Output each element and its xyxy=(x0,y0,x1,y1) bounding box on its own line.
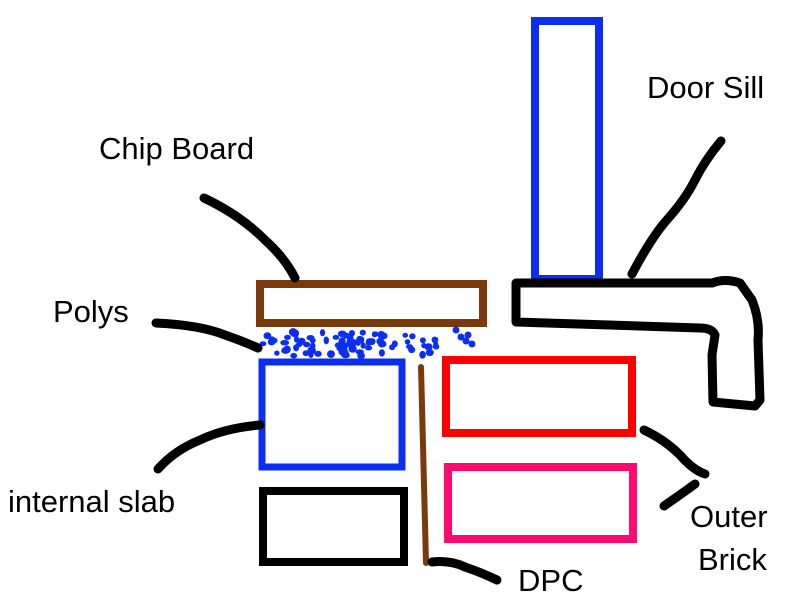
poly-bead xyxy=(468,340,476,348)
poly-bead xyxy=(457,333,465,341)
chip-board-box xyxy=(256,280,487,327)
lower-block-box xyxy=(259,487,408,566)
poly-bead xyxy=(462,337,470,345)
poly-bead xyxy=(303,341,311,348)
poly-bead xyxy=(409,333,416,340)
poly-bead xyxy=(419,350,426,359)
poly-bead xyxy=(280,339,290,346)
poly-bead xyxy=(319,329,326,337)
door-sill-leader xyxy=(627,136,726,279)
poly-bead xyxy=(332,334,340,340)
poly-bead xyxy=(360,342,366,349)
dpc-label: DPC xyxy=(518,563,583,598)
poly-bead xyxy=(284,334,291,340)
poly-bead xyxy=(293,344,300,352)
poly-bead xyxy=(365,345,373,351)
poly-bead xyxy=(359,329,366,336)
poly-bead xyxy=(274,350,280,356)
poly-bead xyxy=(432,343,440,350)
poly-bead xyxy=(419,337,426,344)
outer-brick-lower-box xyxy=(444,463,637,543)
poly-bead xyxy=(464,331,472,339)
poly-bead xyxy=(309,342,316,350)
door-frame-box xyxy=(531,17,603,283)
poly-bead xyxy=(365,338,372,347)
polys-label: Polys xyxy=(53,294,129,329)
outer-brick-upper-box xyxy=(442,356,636,437)
poly-bead xyxy=(348,345,357,353)
poly-bead xyxy=(308,352,314,358)
internal-slab-box xyxy=(258,358,406,471)
polys-leader xyxy=(151,318,263,353)
internal-slab-label: internal slab xyxy=(8,484,175,519)
door-sill-label: Door Sill xyxy=(647,70,764,105)
polys-beads xyxy=(259,326,476,360)
poly-bead xyxy=(424,343,433,351)
poly-bead xyxy=(406,344,414,350)
poly-bead xyxy=(302,350,310,357)
poly-bead xyxy=(376,337,385,346)
outer-brick-label-line2: Brick xyxy=(698,542,767,577)
chip-board-label: Chip Board xyxy=(99,131,254,166)
poly-bead xyxy=(402,332,409,338)
poly-bead xyxy=(357,352,365,360)
outer-brick-leader-lower xyxy=(659,479,700,511)
poly-bead xyxy=(404,339,411,345)
poly-bead xyxy=(452,326,460,334)
poly-bead xyxy=(356,335,363,342)
dpc-membrane xyxy=(418,364,429,566)
poly-bead xyxy=(263,332,272,340)
poly-bead xyxy=(288,328,298,337)
poly-bead xyxy=(371,331,378,338)
poly-bead xyxy=(342,332,350,339)
poly-bead xyxy=(283,345,291,354)
poly-bead xyxy=(327,350,335,358)
internal-slab-leader xyxy=(153,420,265,474)
outer-brick-leader-upper xyxy=(639,425,710,479)
poly-bead xyxy=(293,335,300,343)
poly-bead xyxy=(425,349,434,357)
door-sill-shape xyxy=(511,276,765,411)
poly-bead xyxy=(323,336,329,345)
poly-bead xyxy=(378,349,385,357)
poly-bead xyxy=(314,350,322,357)
poly-bead xyxy=(309,337,316,344)
outer-brick-label-line1: Outer xyxy=(690,499,768,534)
poly-bead xyxy=(336,344,346,352)
poly-bead xyxy=(290,352,298,359)
poly-bead xyxy=(377,332,386,339)
poly-bead xyxy=(269,336,276,345)
poly-bead xyxy=(370,338,376,344)
dpc-leader xyxy=(427,557,502,585)
chip-board-leader xyxy=(199,193,300,283)
poly-bead xyxy=(391,340,398,348)
